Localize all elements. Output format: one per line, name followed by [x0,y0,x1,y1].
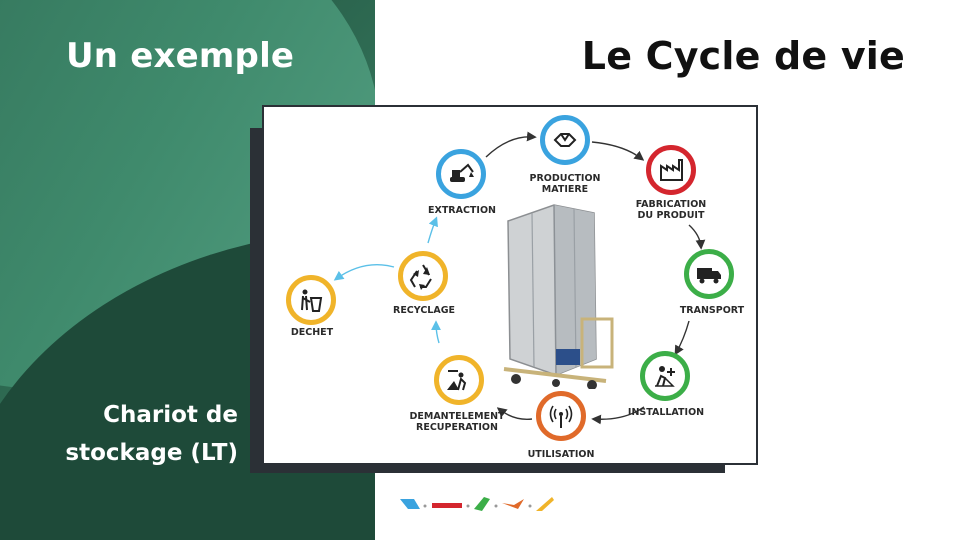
label-installation: INSTALLATION [627,407,705,418]
caption-line-2: stockage (LT) [65,440,238,466]
slide-title-left: Un exemple [66,36,295,76]
arrow-installation-utilisation [591,406,645,425]
arrow-recyclage-dechet [333,264,395,281]
arrow-extraction-production [485,131,537,158]
caption-line-1: Chariot de [103,402,238,428]
arrow-utilisation-demantelement [496,407,533,420]
node-installation [640,351,690,401]
arrow-transport-installation [674,320,690,356]
arrow-fabrication-transport [688,224,706,250]
truck-icon [697,268,721,284]
arrow-recyclage-extraction [427,216,438,244]
node-demantelement [434,355,484,405]
signal-icon [549,405,573,428]
node-recyclage [398,251,448,301]
storage-cart-image [503,204,614,389]
brand-ribbon-logo [400,497,554,511]
label-transport: TRANSPORT [679,305,745,316]
worker-icon [655,366,675,387]
label-recyclage: RECYCLAGE [393,305,455,316]
excavator-icon [450,163,474,182]
product-caption: Chariot de stockage (LT) [18,396,238,472]
recycle-icon [409,264,432,290]
dismantle-icon [447,370,467,391]
node-fabrication [646,145,696,195]
node-dechet [286,275,336,325]
material-icon [553,133,577,147]
node-transport [684,249,734,299]
label-dechet: DECHET [290,327,334,338]
cycle-arrows [333,131,706,425]
node-utilisation [536,391,586,441]
node-production [540,115,590,165]
arrow-production-fabrication [591,141,645,161]
arrow-demantelement-recyclage [431,320,441,344]
factory-icon [660,159,683,181]
label-extraction: EXTRACTION [428,205,496,216]
slide-title-right: Le Cycle de vie [581,34,905,78]
trash-icon [301,289,323,312]
node-extraction [436,149,486,199]
label-utilisation: UTILISATION [527,449,595,460]
